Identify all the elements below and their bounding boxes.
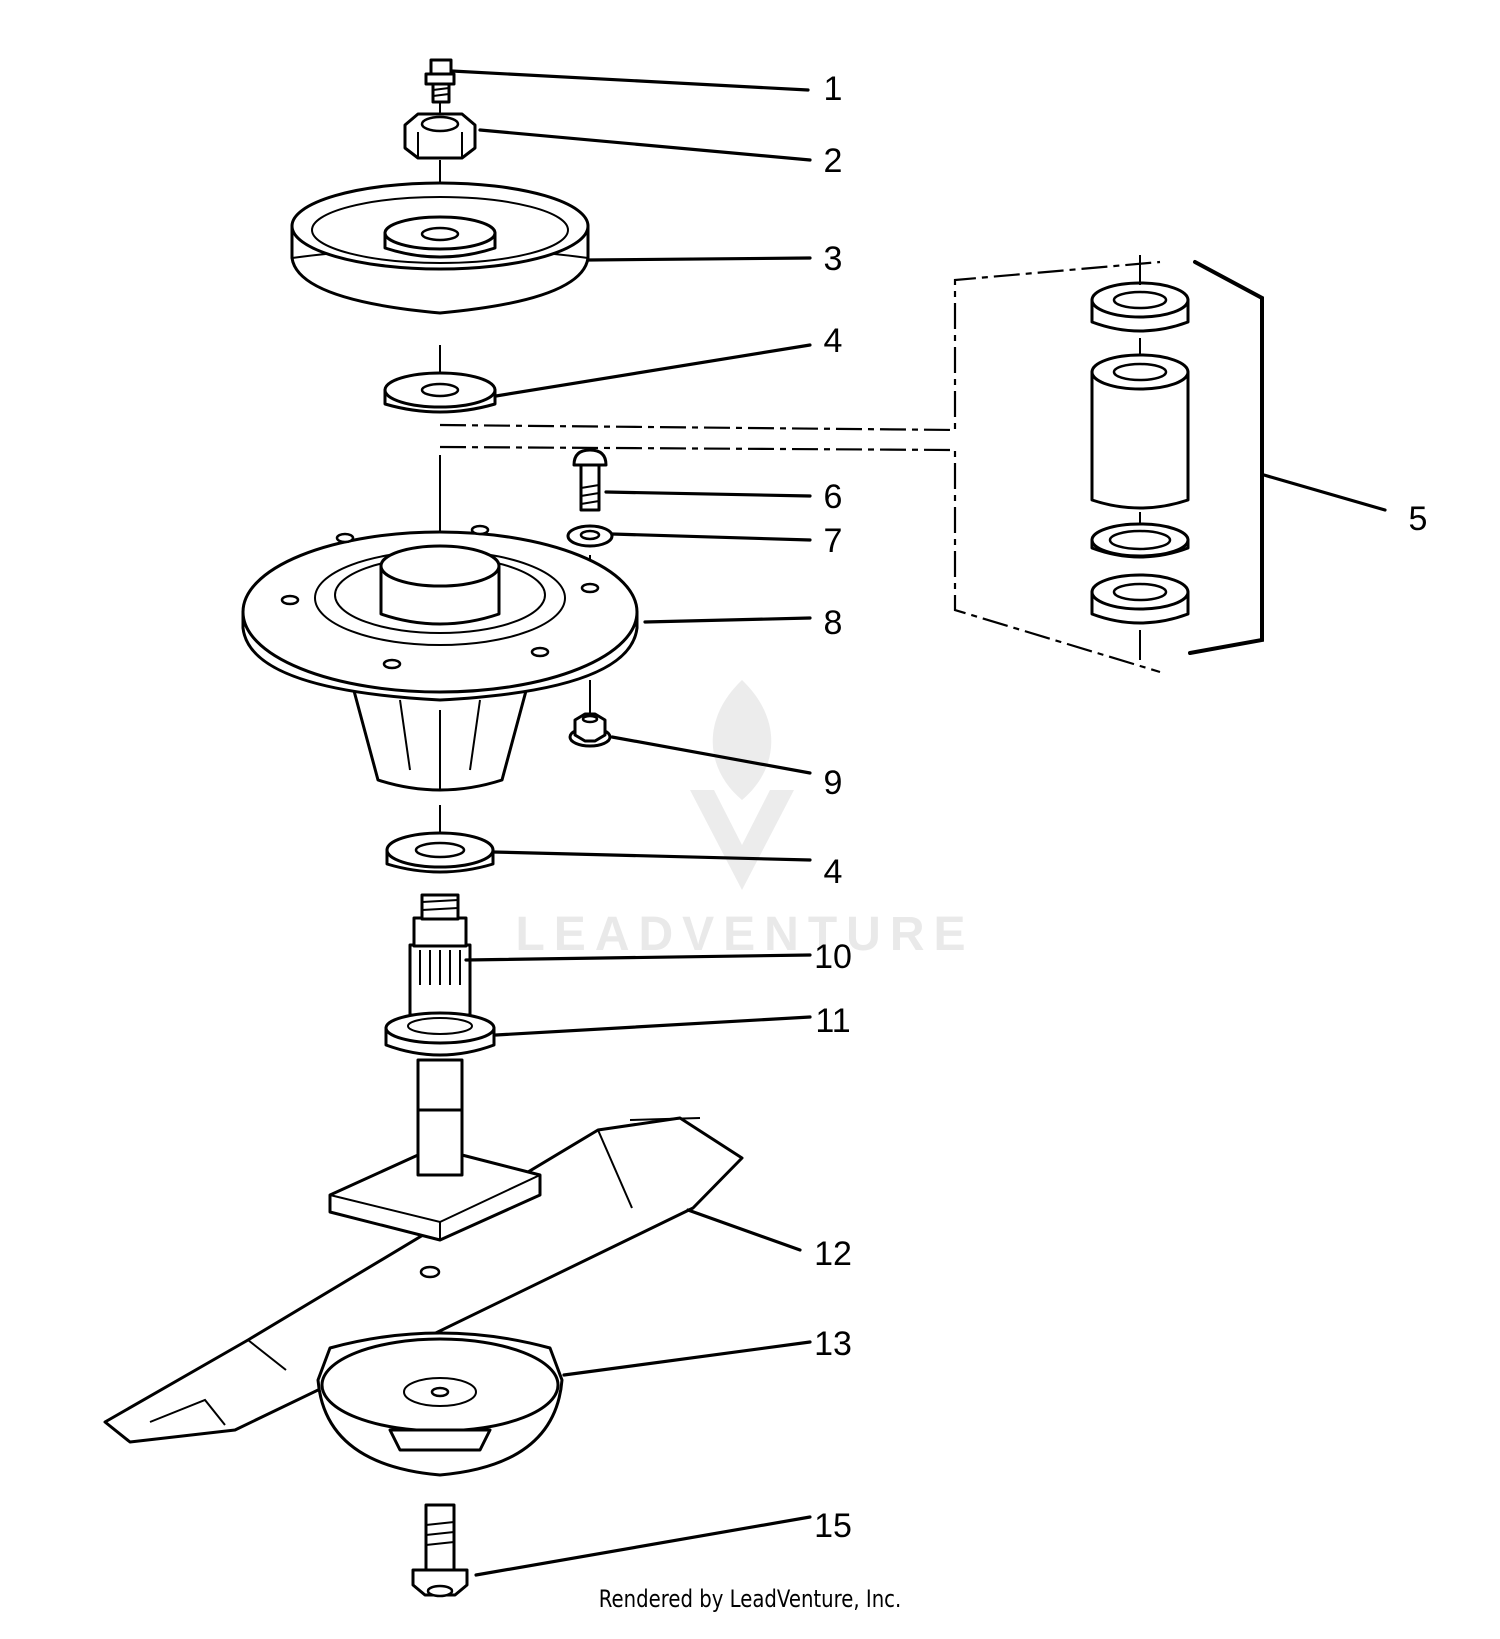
- bearing-kit-outline: [439, 260, 1161, 674]
- deflector-cup: [316, 1331, 564, 1477]
- watermark-text: LEADVENTURE: [515, 908, 974, 961]
- bearing-collar: [384, 1011, 496, 1057]
- bearing-kit-parts: [1090, 255, 1190, 660]
- callout-4: 4: [824, 322, 843, 360]
- callout-3: 3: [824, 240, 843, 278]
- flange-nut: [568, 712, 612, 748]
- callout-labels: 1 2 3 4 5 6 7 8 9 4 10 11 12 13 15: [814, 70, 1427, 1545]
- lock-washer: [566, 524, 614, 548]
- spacer-upper: [383, 371, 497, 414]
- screw: [572, 448, 608, 512]
- watermark: LEADVENTURE: [515, 680, 974, 961]
- pulley: [290, 181, 590, 315]
- callout-12: 12: [814, 1235, 852, 1273]
- callout-7: 7: [824, 522, 843, 560]
- callout-2: 2: [824, 142, 843, 180]
- callout-9: 9: [824, 764, 843, 802]
- callout-13: 13: [814, 1325, 852, 1363]
- hex-nut: [403, 112, 477, 160]
- callout-4b: 4: [824, 853, 843, 891]
- callout-10: 10: [814, 938, 852, 976]
- callout-1: 1: [824, 70, 843, 108]
- blade-adapter-plate: [328, 1108, 542, 1242]
- blade-bolt: [411, 1503, 469, 1598]
- callout-5: 5: [1409, 500, 1428, 538]
- callout-11: 11: [815, 1002, 850, 1040]
- callout-6: 6: [824, 478, 843, 516]
- bearing-kit-bracket: [1188, 260, 1264, 655]
- callout-8: 8: [824, 604, 843, 642]
- render-credit: Rendered by LeadVenture, Inc.: [598, 1585, 902, 1613]
- bolt-top: [424, 58, 456, 104]
- spindle-housing: [241, 524, 639, 792]
- callout-15: 15: [814, 1507, 852, 1545]
- leader-lines: [450, 69, 1387, 1577]
- spacer-lower: [385, 831, 495, 874]
